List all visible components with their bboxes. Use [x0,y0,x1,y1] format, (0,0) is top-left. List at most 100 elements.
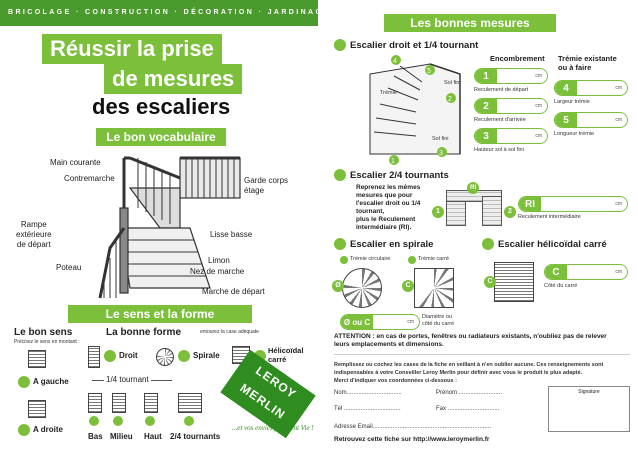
measure-5-unit: cm [615,117,622,123]
bas-label: Bas [88,432,103,441]
droit-checkbox[interactable] [104,350,116,362]
phi-c-unit: cm [407,319,414,325]
spirale-checkbox[interactable] [178,350,190,362]
measure-3-field[interactable]: 3 cm [474,128,548,144]
measure-3-number: 3 [475,129,497,143]
label-contremarche: Contremarche [64,174,115,183]
title-line2: de mesures [104,64,243,94]
bon-sens-heading: Le bon sens [14,327,73,338]
svg-text:1: 1 [391,158,395,165]
milieu-stair-icon [112,393,126,413]
reprenez-text: Reprenez les mêmes mesures que pour l'es… [356,184,421,231]
remplissez-text: Remplissez ou cochez les cases de la fic… [334,362,604,384]
a-droite-label: A droite [33,425,63,434]
measure-5-number: 5 [555,113,577,127]
label-rampe: Rampe extérieure de départ [16,220,52,249]
phi-c-field[interactable]: Ø ou C cm [340,314,420,330]
ri-field[interactable]: RI cm [518,196,628,212]
u-stair-marker-1: 1 [432,206,444,218]
staircase-illustration [98,156,241,299]
deux-quart-label: 2/4 tournants [170,432,221,441]
mesures-heading: Les bonnes mesures [384,14,556,32]
deux-quart-checkbox[interactable] [184,416,194,426]
measure-2-field[interactable]: 2 cm [474,98,548,114]
a-droite-checkbox[interactable] [18,424,30,436]
measure-1-field[interactable]: 1 cm [474,68,548,84]
c-marker-spiral: C [402,280,414,292]
phi-c-number: Ø ou C [341,315,373,329]
retrouvez-link[interactable]: Retrouvez cette fiche sur http://www.ler… [334,436,490,443]
sol-fini-top-label: Sol fini [444,80,461,86]
a-gauche-checkbox[interactable] [18,376,30,388]
bon-sens-note: Précisez le sens en montant : [14,339,80,345]
milieu-checkbox[interactable] [113,416,123,426]
measure-5-field[interactable]: 5 cm [554,112,628,128]
haut-stair-icon [144,393,158,413]
ri-label: Reculement intermédiaire [518,214,581,220]
measure-4-field[interactable]: 4 cm [554,80,628,96]
fax-field[interactable]: Fax ............................... [436,406,500,412]
spirale-heading-label: Escalier en spirale [350,238,434,250]
logo-slogan: ...et vos envies prennent Vie ! [232,424,314,432]
cote-carre-label: Côté du carré [544,283,578,289]
sol-fini-bottom-label: Sol fini [432,136,449,142]
tremie-circ-checkbox[interactable] [340,256,348,264]
measure-2-label: Reculement d'arrivée [474,117,526,123]
measure-4-unit: cm [615,85,622,91]
adresse-field[interactable]: Adresse Email...........................… [334,424,492,430]
straight-stair-icon [88,346,100,368]
bonne-forme-note: entourez la case adéquate [200,329,259,335]
haut-label: Haut [144,432,162,441]
spirale-heading: Escalier en spirale [334,238,433,250]
deux-quart-stair-icon [178,393,202,413]
ri-number: RI [519,197,541,211]
tremie-existante-heading: Trémie existante ou à faire [558,54,617,72]
c-marker-helico: C [484,276,496,288]
title-line1: Réussir la prise [42,34,222,64]
a-gauche-label: A gauche [33,377,69,386]
escalier-24-heading: Escalier 2/4 tournants [334,169,449,181]
ri-marker: RI [467,182,479,194]
helicoidal-label: Hélicoïdal carré [268,346,304,364]
u-stair-marker-2: 2 [504,206,516,218]
tel-field[interactable]: Tél .................................. [334,406,401,412]
bas-checkbox[interactable] [89,416,99,426]
prenom-field[interactable]: Prénom .......................... [436,390,503,396]
svg-text:2: 2 [448,96,452,103]
measure-4-label: Largeur trémie [554,99,590,105]
haut-checkbox[interactable] [145,416,155,426]
svg-text:3: 3 [439,150,443,157]
phi-marker: Ø [332,280,344,292]
u-stair-right-flight [482,196,502,226]
label-limon: Limon [208,256,230,265]
helico-heading-label: Escalier hélicoïdal carré [498,238,607,250]
escalier-droit-heading: Escalier droit et 1/4 tournant [334,39,478,51]
tremie-circ-label: Trémie circulaire [350,256,391,262]
signature-label: Signature [578,389,600,395]
signature-box[interactable]: Signature [548,386,630,432]
measure-3-unit: cm [535,133,542,139]
measure-1-number: 1 [475,69,497,83]
top-banner: BRICOLAGE · CONSTRUCTION · DÉCORATION · … [0,0,318,26]
helico-c-number: C [545,265,567,279]
spirale-bullet [334,238,346,250]
measure-2-number: 2 [475,99,497,113]
measure-4-number: 4 [555,81,577,95]
label-marche-depart: Marche de départ [202,287,265,296]
measure-1-label: Reculement de départ [474,87,529,93]
helico-c-field[interactable]: C cm [544,264,628,280]
divider [334,354,630,355]
title-line3: des escaliers [92,94,231,119]
helico-drawing [494,262,534,302]
droit-label: Droit [119,351,138,360]
attention-text: ATTENTION : en cas de portes, fenêtres o… [334,333,607,348]
spirale-label: Spirale [193,351,220,360]
vocab-heading: Le bon vocabulaire [96,128,226,146]
helico-bullet [482,238,494,250]
nom-field[interactable]: Nom................................. [334,390,402,396]
escalier-droit-bullet [334,39,346,51]
tremie-carre-checkbox[interactable] [408,256,416,264]
left-turn-stair-icon [28,350,46,368]
spiral-square-drawing [414,268,454,308]
helico-c-unit: cm [615,269,622,275]
